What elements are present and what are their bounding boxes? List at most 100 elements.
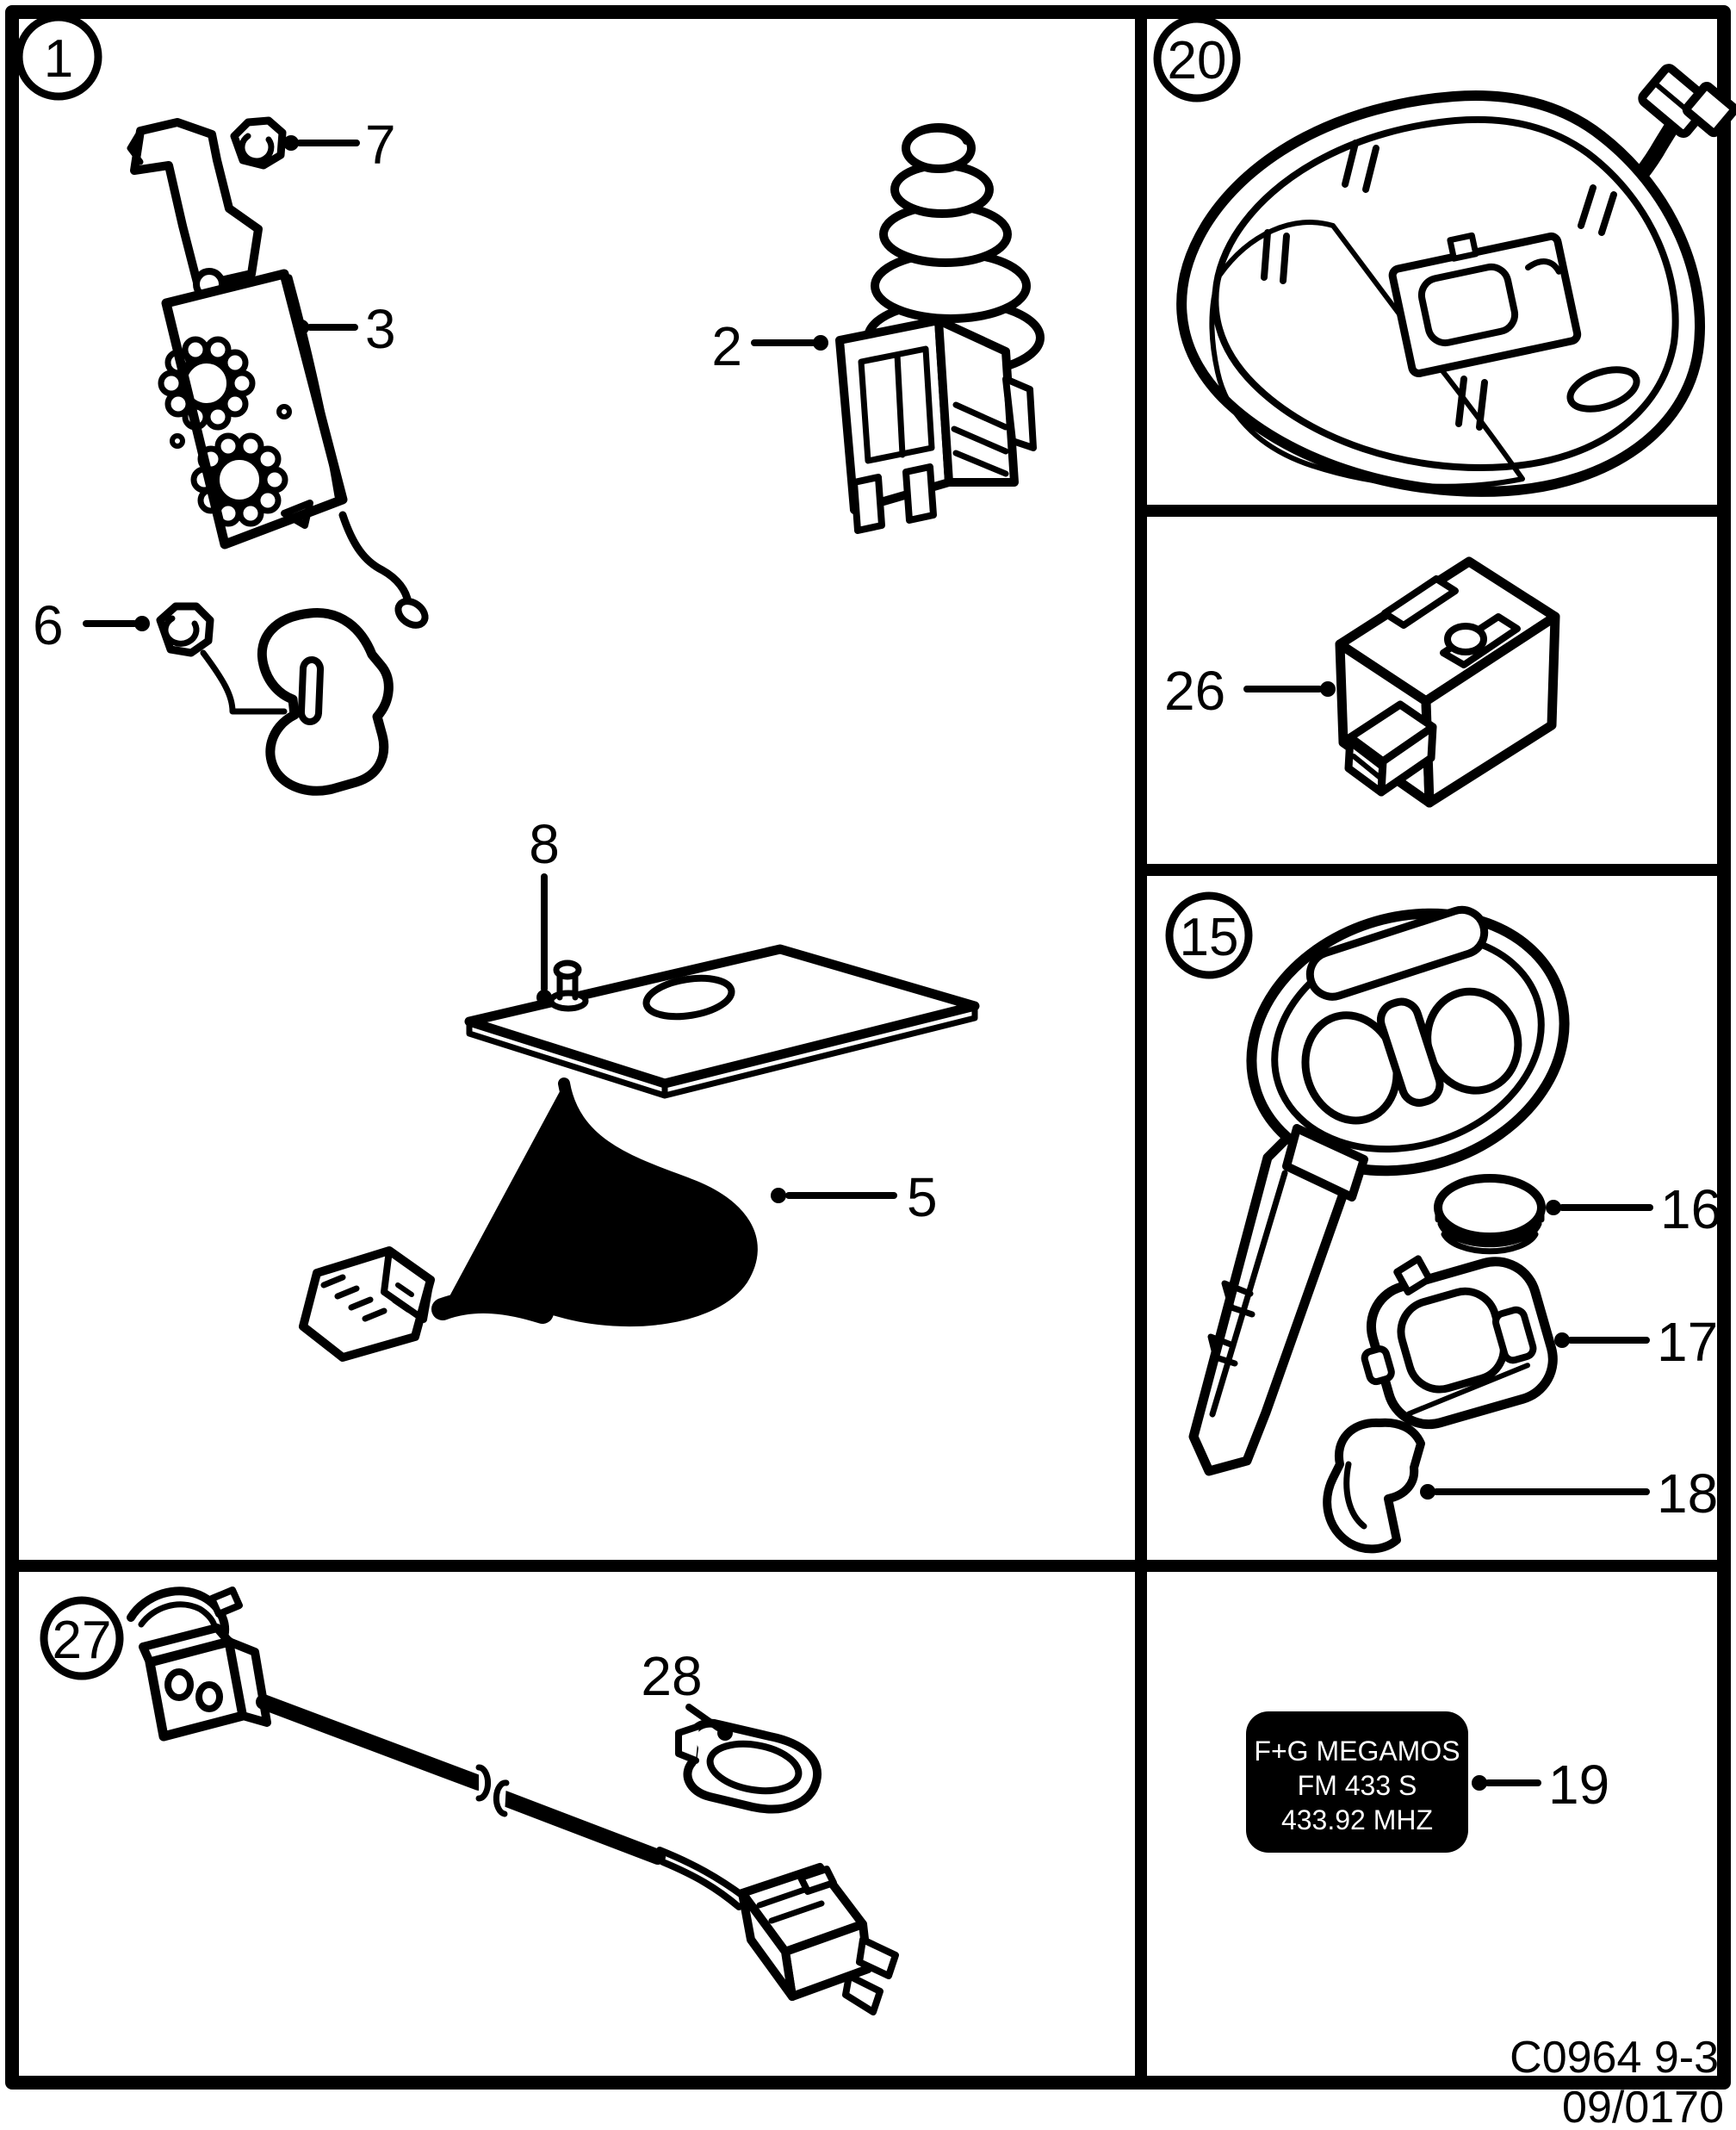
leader-dot <box>1472 1775 1487 1791</box>
callout-8: 8 <box>529 813 560 1005</box>
speaker-ring-lower <box>190 432 288 527</box>
foot-right <box>902 463 937 524</box>
connector <box>738 1863 899 2015</box>
lever-tab <box>208 1587 243 1618</box>
stud <box>548 959 589 1012</box>
part-3-alarm-siren <box>127 118 429 796</box>
leader-dot <box>134 616 150 631</box>
callout-label: 17 <box>1657 1311 1718 1373</box>
cap-line <box>908 125 970 145</box>
wire <box>660 1859 742 1910</box>
leader-dot <box>536 990 552 1005</box>
part-20-roof-console <box>1176 64 1736 497</box>
speaker-ring-upper <box>158 336 256 431</box>
side-ribs <box>951 401 1009 477</box>
callout-5: 5 <box>771 1166 938 1228</box>
pin <box>842 1972 884 2015</box>
callout-26: 26 <box>1164 660 1336 722</box>
connector-left <box>738 1889 797 2001</box>
screw-hole <box>170 433 185 449</box>
clip-post <box>1342 140 1380 193</box>
label-plate <box>1246 1711 1468 1853</box>
badge-circle <box>1165 891 1253 979</box>
screw-hole <box>276 404 292 419</box>
callout-label: 8 <box>529 813 560 875</box>
bracket-slot <box>297 655 325 726</box>
hole <box>195 1681 223 1712</box>
mount-bracket <box>257 608 394 796</box>
callout-label: 28 <box>641 1645 702 1707</box>
callout-label: 5 <box>907 1166 938 1228</box>
connector-ribs <box>320 1274 388 1322</box>
label-line-1: F+G MEGAMOS <box>1254 1736 1460 1767</box>
battery-ridges <box>1435 1209 1545 1255</box>
blade-cuts <box>1207 1280 1256 1367</box>
tab <box>1361 1345 1395 1386</box>
badge-label: 20 <box>1168 31 1227 90</box>
leader-dot <box>283 135 299 151</box>
blade-collar <box>1282 1124 1368 1202</box>
cable1-end <box>475 1764 492 1802</box>
part-27-hood-switch <box>127 1587 899 2015</box>
clip-post <box>1578 184 1617 236</box>
callout-6: 6 <box>33 594 288 715</box>
bracket-hook <box>127 127 144 165</box>
connector-ribs <box>756 1885 825 1924</box>
callout-label: 16 <box>1660 1178 1721 1240</box>
connector-side <box>1377 723 1437 797</box>
badge-circle <box>15 13 102 101</box>
connector <box>299 1246 435 1362</box>
part-15-remote-key <box>1188 905 1570 1476</box>
notch <box>281 500 313 529</box>
part-28-cable-clip <box>675 1718 822 1814</box>
leader-dot <box>294 320 309 335</box>
side-step <box>1002 376 1037 451</box>
leader-line <box>685 1704 722 1731</box>
leader-dot <box>771 1188 786 1203</box>
revision-code: 09/0170 <box>1562 2083 1724 2130</box>
hole <box>164 1668 194 1701</box>
clip-opening <box>706 1740 803 1795</box>
leader-dot <box>813 335 828 351</box>
console-rim <box>1212 115 1679 471</box>
label-line-2: FM 433 S <box>1298 1770 1417 1801</box>
cable2-core <box>497 1791 666 1865</box>
callout-label: 7 <box>365 114 396 176</box>
clip-hook <box>675 1723 703 1764</box>
page-border <box>5 5 1731 2090</box>
drawing-code: C0964 9-3 <box>1510 2033 1719 2083</box>
leader-dot <box>1546 1200 1561 1215</box>
part-6-nut <box>156 602 214 657</box>
part-26-receiver-module <box>1335 556 1560 808</box>
badge-label: 15 <box>1180 908 1239 967</box>
leader-dot <box>1420 1484 1435 1500</box>
clip-post <box>1455 376 1488 431</box>
button-bar <box>1376 997 1444 1107</box>
badge-label: 1 <box>44 29 73 89</box>
part-7-nut <box>230 116 287 170</box>
edge-line <box>1406 1363 1531 1417</box>
leader-dot <box>717 1725 733 1741</box>
part-5-antenna-cable <box>299 1077 758 1362</box>
callout-2: 2 <box>711 315 828 377</box>
callout-7: 7 <box>283 114 396 176</box>
plate-thickness <box>466 1003 978 1099</box>
wire <box>656 1847 747 1900</box>
part-16-battery <box>1434 1174 1546 1255</box>
part-2-stop-lamp-switch <box>835 123 1045 534</box>
housing-side <box>934 316 1019 487</box>
grille-area <box>1209 220 1525 489</box>
leader-dot <box>1554 1332 1570 1348</box>
stub-end <box>394 598 429 629</box>
badge-label: 27 <box>53 1611 112 1670</box>
part-18-key-clip <box>1323 1418 1425 1554</box>
callout-label: 2 <box>711 315 742 377</box>
badge-circle <box>1153 15 1241 102</box>
badge-1: 1 <box>15 13 102 101</box>
key-blade <box>1188 1130 1359 1476</box>
callout-label: 18 <box>1657 1462 1718 1525</box>
badge-circle <box>40 1596 124 1680</box>
callout-28: 28 <box>641 1645 733 1741</box>
side-face <box>1421 612 1560 808</box>
